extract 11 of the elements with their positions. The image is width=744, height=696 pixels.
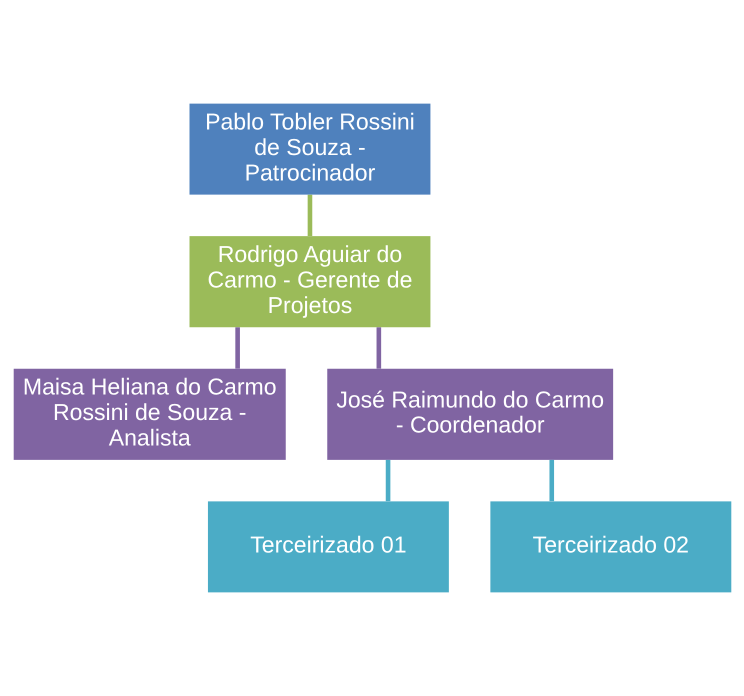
- node-box: Terceirizado 01: [207, 501, 448, 592]
- node-box: Terceirizado 02: [490, 501, 731, 592]
- connector: [234, 327, 240, 369]
- node-box: Pablo Tobler Rossini de Souza - Patrocinador: [189, 104, 430, 195]
- connector: [376, 327, 381, 369]
- node-box: Maisa Heliana do Carmo Rossini de Souza - Analista: [13, 368, 286, 460]
- connector: [385, 460, 390, 502]
- connector: [548, 460, 554, 502]
- node-box: José Raimundo do Carmo - Coordenador: [326, 368, 613, 460]
- node-box: Rodrigo Aguiar do Carmo - Gerente de Projetos: [189, 236, 430, 328]
- connector: [307, 194, 312, 236]
